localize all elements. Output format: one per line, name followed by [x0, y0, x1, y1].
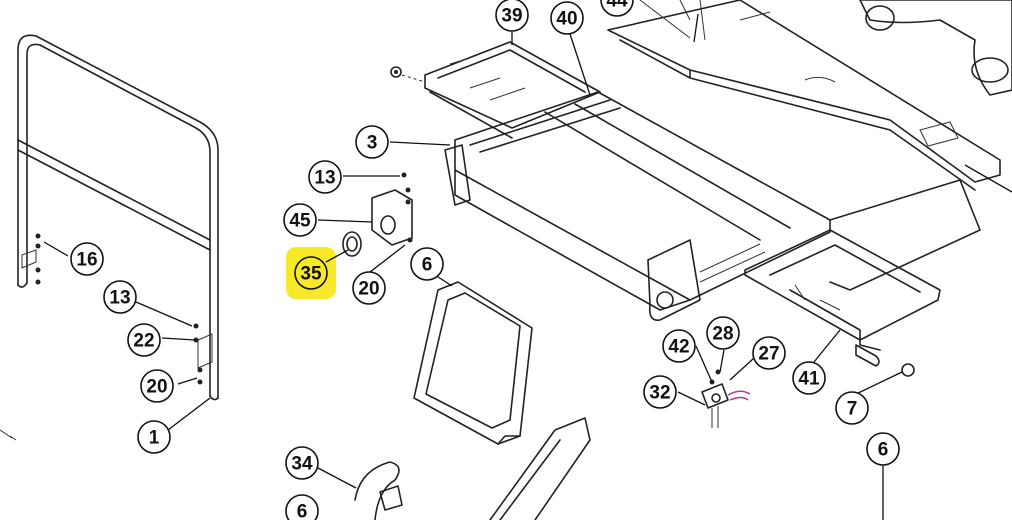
callout-circle [103, 280, 137, 314]
latch-assembly [701, 369, 751, 428]
callout-20: 20 [352, 271, 386, 305]
rear-frame-41 [744, 229, 941, 377]
callout-22: 22 [127, 323, 161, 357]
callout-44: 44 [600, 0, 634, 17]
callout-label: 40 [556, 9, 577, 30]
leader-lines [43, 13, 1012, 520]
callout-circle [495, 0, 529, 32]
callout-label: 39 [501, 6, 522, 27]
callout-label: 45 [289, 211, 311, 232]
callout-circle [355, 125, 389, 159]
callout-label: 13 [109, 288, 130, 309]
callout-45: 45 [283, 203, 317, 237]
callout-label: 6 [297, 502, 308, 520]
upper-frame-39-40 [390, 41, 601, 139]
callout-label: 3 [367, 133, 378, 154]
callout-label: 27 [758, 344, 779, 365]
callout-circle [550, 1, 584, 35]
callout-label: 41 [798, 369, 820, 390]
callout-41: 41 [792, 361, 826, 395]
callout-circle [706, 316, 740, 350]
callout-circle [410, 247, 444, 281]
callout-35-highlighted: 35 [294, 256, 328, 290]
callout-circle [835, 391, 869, 425]
handrail-frame [17, 34, 219, 401]
callout-label: 20 [358, 279, 379, 300]
callout-label: 32 [649, 383, 670, 404]
callout-27: 27 [752, 336, 786, 370]
callout-label: 34 [291, 454, 313, 475]
callout-16: 16 [70, 242, 104, 276]
callout-circle [752, 336, 786, 370]
callout-42: 42 [662, 329, 696, 363]
callout-circle [352, 271, 386, 305]
callout-label: 28 [712, 324, 733, 345]
callout-label: 6 [422, 255, 433, 276]
callout-6: 6 [410, 247, 444, 281]
callout-circle [137, 420, 171, 454]
callout-circle [140, 369, 174, 403]
callout-label: 42 [668, 337, 689, 358]
callout-40: 40 [550, 1, 584, 35]
callout-circle [866, 432, 900, 466]
callout-13: 13 [308, 160, 342, 194]
callout-label: 44 [606, 0, 628, 12]
callout-circle [127, 323, 161, 357]
callout-13: 13 [103, 280, 137, 314]
lower-bar-6 [489, 417, 591, 520]
callout-label: 20 [146, 377, 167, 398]
callout-6: 6 [866, 432, 900, 466]
callout-39: 39 [495, 0, 529, 32]
main-deck-frame [444, 91, 831, 322]
callout-20: 20 [140, 369, 174, 403]
callout-circle [285, 446, 319, 480]
callout-3: 3 [355, 125, 389, 159]
callout-label: 16 [76, 250, 97, 271]
callout-6: 6 [285, 494, 319, 520]
step-frame-6 [413, 281, 533, 445]
callout-circle [283, 203, 317, 237]
callout-circle [285, 494, 319, 520]
handrail-fasteners [0, 233, 203, 441]
callout-1: 1 [137, 420, 171, 454]
callout-label: 13 [314, 168, 335, 189]
callout-label: 35 [300, 264, 322, 285]
callout-label: 7 [847, 399, 858, 420]
handle-34 [354, 461, 403, 520]
callout-34: 34 [285, 446, 319, 480]
bracket-45 [371, 172, 413, 246]
callout-circle [294, 256, 328, 290]
upper-plate-44 [607, 0, 1012, 291]
callout-circle [70, 242, 104, 276]
callout-7: 7 [835, 391, 869, 425]
callout-circle [643, 375, 677, 409]
callout-label: 22 [133, 331, 154, 352]
callout-circle [662, 329, 696, 363]
knob-35 [342, 231, 362, 257]
callout-32: 32 [643, 375, 677, 409]
callout-circle [308, 160, 342, 194]
callout-label: 6 [878, 440, 889, 461]
callout-28: 28 [706, 316, 740, 350]
callout-circle [792, 361, 826, 395]
callout-circle [600, 0, 634, 17]
callout-label: 1 [149, 428, 160, 449]
